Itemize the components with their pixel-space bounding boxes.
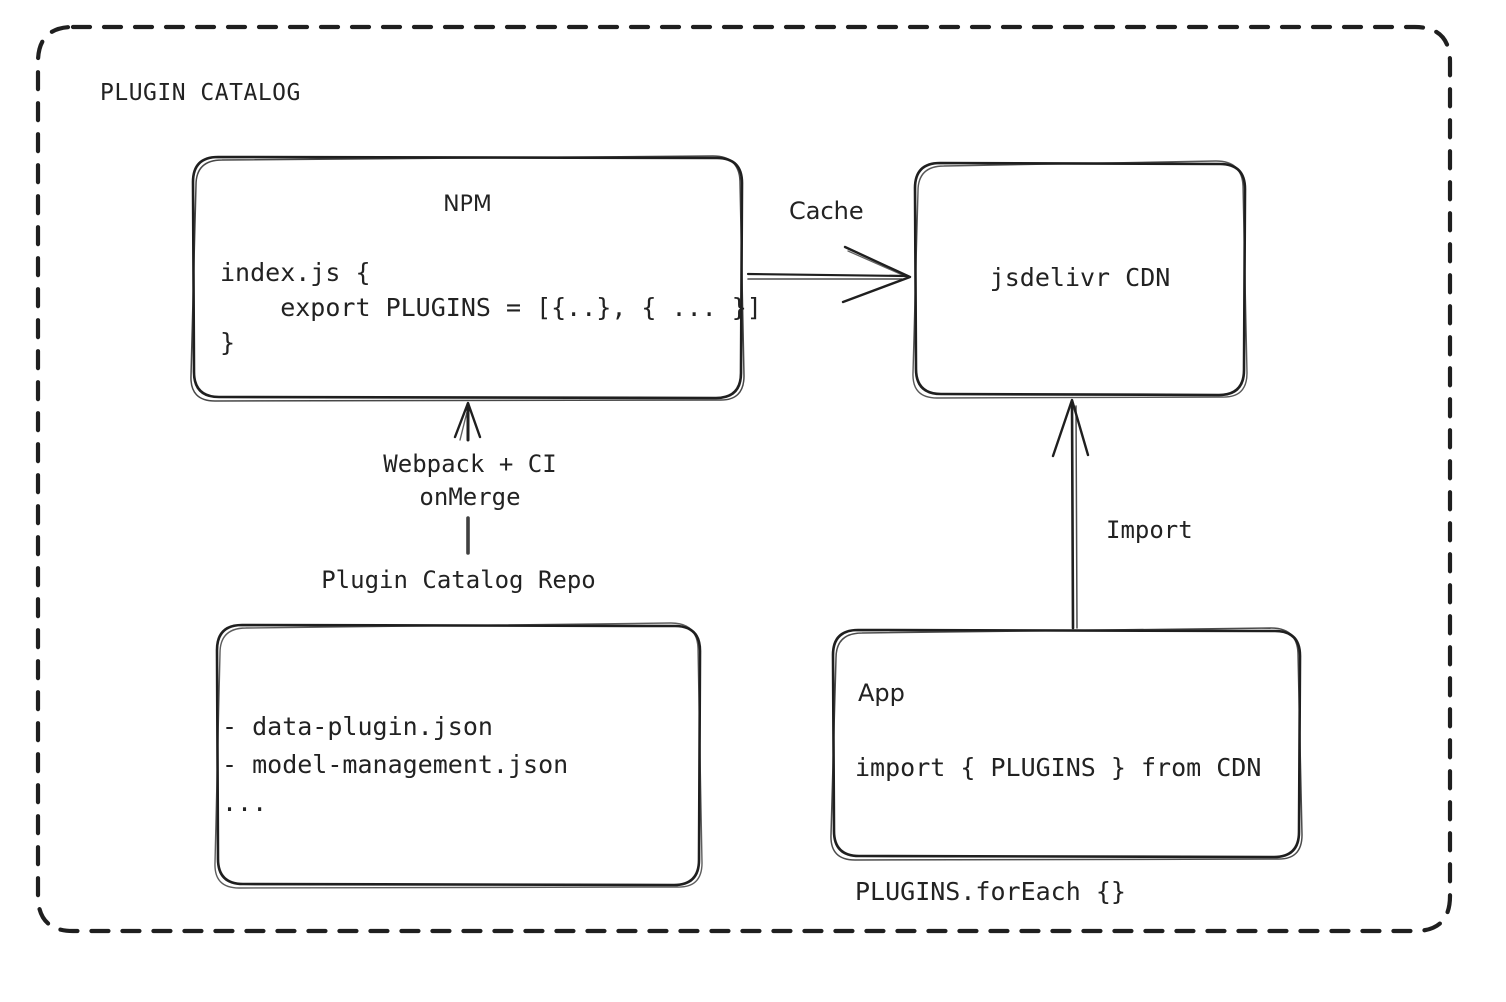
import-arrow [1051, 398, 1090, 630]
npm-node-title: NPM [443, 192, 492, 217]
import-edge-label: Import [1106, 516, 1193, 544]
cdn-node-title: jsdelivr CDN [989, 263, 1171, 292]
build-edge-label: Webpack + CI onMerge [383, 450, 557, 511]
cache-edge-label: Cache [789, 197, 864, 225]
app-node-title: App [858, 679, 905, 707]
plugin-catalog-group-title: PLUGIN CATALOG [100, 80, 301, 106]
cache-arrow [746, 245, 912, 304]
repo-node-caption: Plugin Catalog Repo [321, 566, 596, 594]
npm-node-code: index.js { export PLUGINS = [{..}, { ...… [220, 258, 762, 357]
repo-node-list: - data-plugin.json - model-management.js… [222, 712, 569, 817]
app-node-code: import { PLUGINS } from CDN PLUGINS.forE… [855, 753, 1262, 906]
